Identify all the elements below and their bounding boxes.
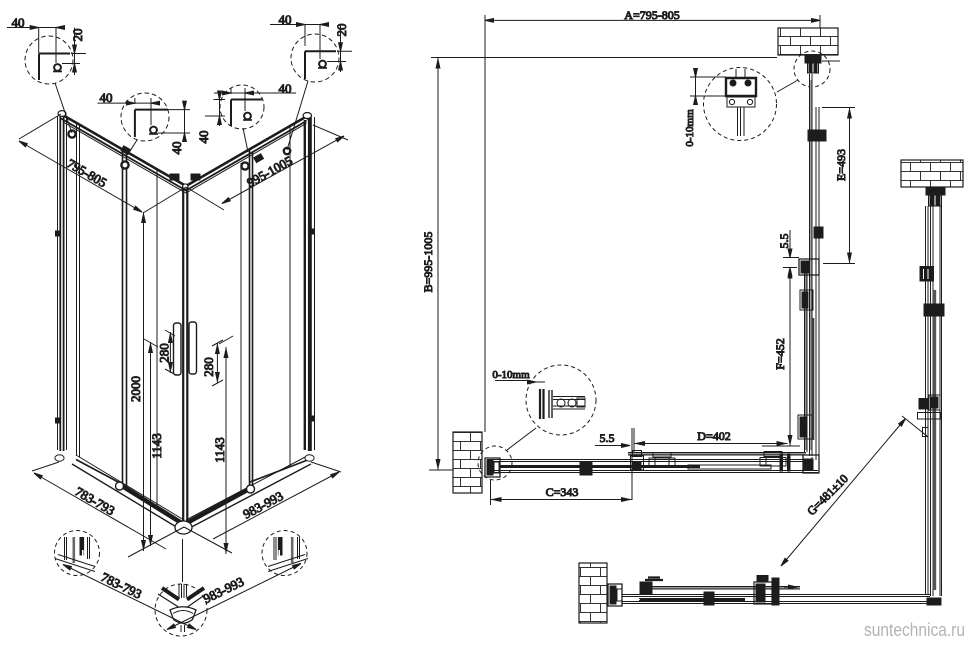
svg-text:280: 280 — [201, 357, 216, 377]
svg-text:C=343: C=343 — [546, 485, 579, 499]
svg-text:5.5: 5.5 — [777, 234, 791, 249]
svg-text:280: 280 — [157, 343, 172, 363]
svg-text:20: 20 — [334, 24, 349, 37]
svg-text:D=402: D=402 — [697, 429, 730, 443]
svg-text:5.5: 5.5 — [600, 431, 615, 445]
svg-text:A=795-805: A=795-805 — [624, 8, 679, 22]
svg-text:0-10mm: 0-10mm — [492, 369, 530, 381]
svg-text:1143: 1143 — [149, 433, 164, 459]
svg-text:40: 40 — [279, 81, 292, 96]
svg-text:2000: 2000 — [128, 376, 143, 402]
svg-text:E=493: E=493 — [834, 149, 848, 181]
svg-text:20: 20 — [70, 29, 85, 42]
svg-text:0-10mm: 0-10mm — [684, 109, 696, 147]
svg-text:suntechnica.ru: suntechnica.ru — [864, 620, 965, 640]
svg-text:40: 40 — [169, 142, 184, 155]
svg-text:1143: 1143 — [212, 437, 227, 463]
svg-text:B=995-1005: B=995-1005 — [421, 232, 435, 293]
svg-text:F=452: F=452 — [773, 338, 787, 369]
svg-text:40: 40 — [12, 15, 25, 30]
svg-text:40: 40 — [196, 131, 211, 144]
svg-text:40: 40 — [279, 12, 292, 27]
svg-text:40: 40 — [100, 90, 113, 105]
